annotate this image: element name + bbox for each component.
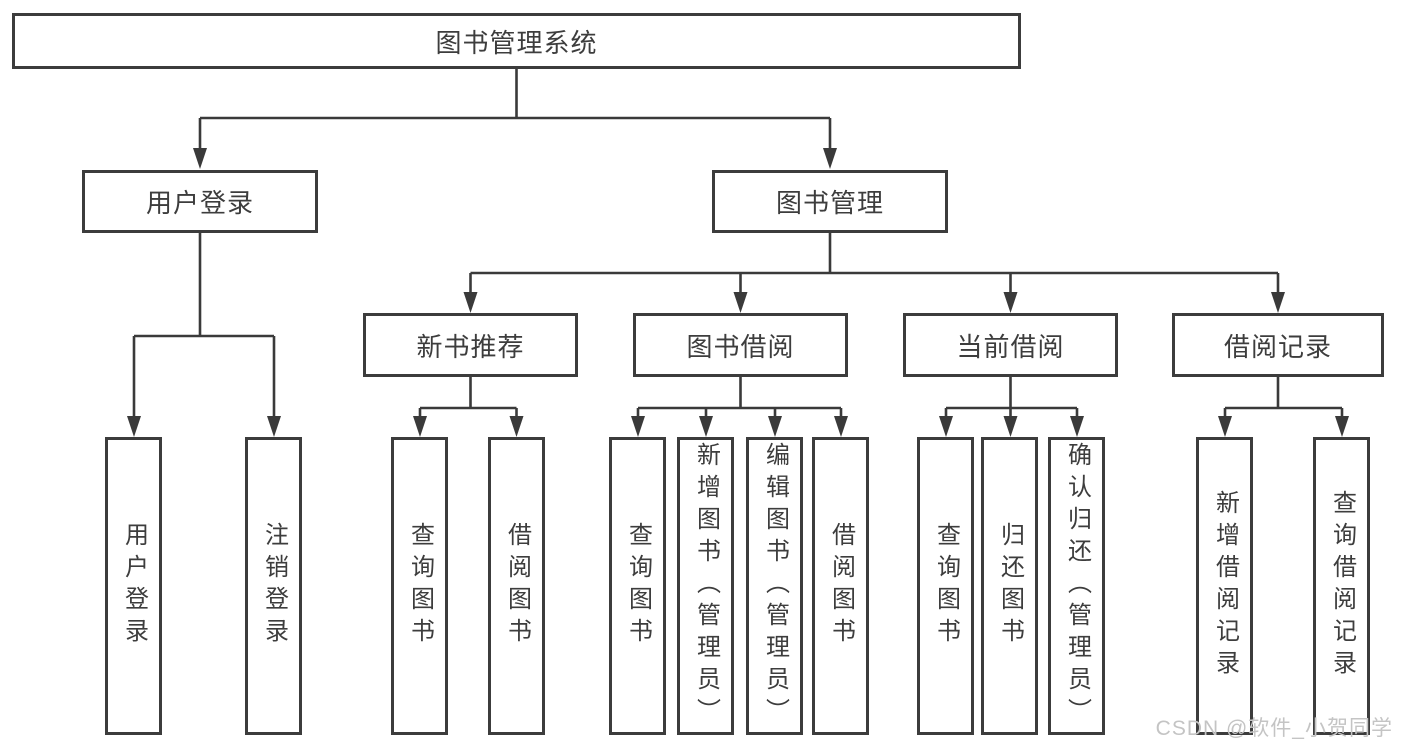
node-user-login: 用户登录 <box>82 170 318 233</box>
leaf-edit-book-admin: 编辑图书（管理员） <box>746 437 803 735</box>
leaf-query-book-borrowing: 查询图书 <box>609 437 666 735</box>
node-current-borrowing: 当前借阅 <box>903 313 1118 377</box>
node-borrowing-records-label: 借阅记录 <box>1223 331 1332 362</box>
leaf-confirm-return-admin: 确认归还（管理员） <box>1048 437 1105 735</box>
leaf-add-borrow-record: 新增借阅记录 <box>1196 437 1253 735</box>
node-book-management: 图书管理 <box>712 170 948 233</box>
csdn-watermark: CSDN @软件_小贺同学 <box>1155 717 1393 740</box>
node-new-book-recommend: 新书推荐 <box>363 313 578 377</box>
leaf-return-book: 归还图书 <box>981 437 1038 735</box>
node-current-borrowing-label: 当前借阅 <box>956 331 1065 362</box>
leaf-add-book-admin: 新增图书（管理员） <box>677 437 734 735</box>
leaf-logout: 注销登录 <box>245 437 302 735</box>
leaf-borrow-book-recommend: 借阅图书 <box>488 437 545 735</box>
leaf-user-login: 用户登录 <box>105 437 162 735</box>
node-library-system-label: 图书管理系统 <box>435 27 598 58</box>
leaf-query-book-current: 查询图书 <box>917 437 974 735</box>
node-book-management-label: 图书管理 <box>775 188 884 218</box>
leaf-query-book-recommend: 查询图书 <box>391 437 448 735</box>
node-new-book-recommend-label: 新书推荐 <box>416 331 525 362</box>
node-book-borrowing-label: 图书借阅 <box>686 331 795 362</box>
leaf-borrow-book: 借阅图书 <box>812 437 869 735</box>
node-library-system: 图书管理系统 <box>12 13 1021 69</box>
node-user-login-label: 用户登录 <box>145 188 254 218</box>
leaf-query-borrow-record: 查询借阅记录 <box>1313 437 1370 735</box>
node-book-borrowing: 图书借阅 <box>633 313 848 377</box>
arrowheads <box>127 148 1349 437</box>
node-borrowing-records: 借阅记录 <box>1172 313 1384 377</box>
